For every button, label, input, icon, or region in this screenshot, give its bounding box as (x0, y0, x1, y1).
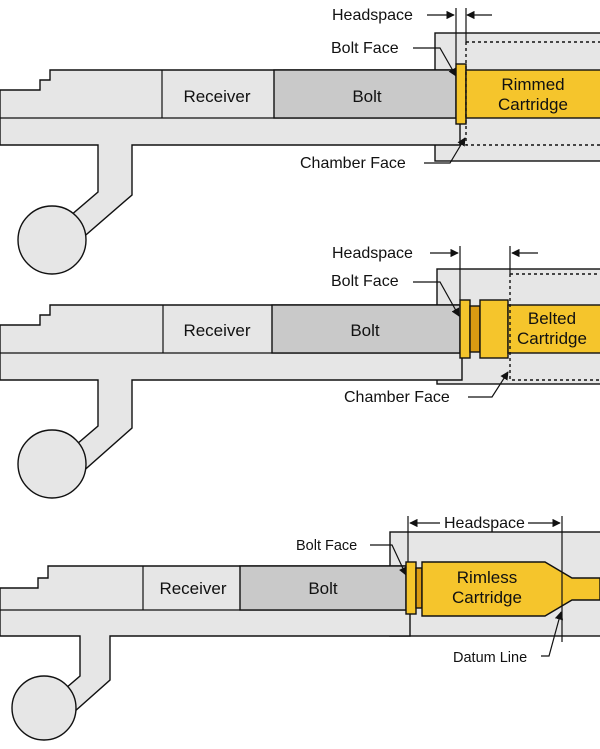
bolt-face-label-3: Bolt Face (296, 538, 357, 554)
cartridge-body-2 (507, 304, 600, 354)
headspace-label-3: Headspace (444, 515, 525, 532)
cartridge-body-1 (465, 69, 600, 119)
bolt-3 (239, 565, 407, 611)
datum-line-label-3: Datum Line (453, 650, 527, 666)
cartridge-rim-1 (455, 63, 467, 125)
chamber-face-label-2: Chamber Face (344, 389, 450, 406)
bolt-knob-1 (17, 205, 87, 275)
headspace-label-2: Headspace (332, 245, 413, 262)
cartridge-label-3a: Rimless (457, 568, 517, 587)
bolt-knob-3 (11, 675, 77, 741)
cartridge-groove-2 (469, 305, 481, 353)
bolt-knob-2 (17, 429, 87, 499)
bolt-label-2: Bolt (350, 321, 380, 340)
receiver-label-2: Receiver (183, 321, 250, 340)
bolt-face-label-1: Bolt Face (331, 40, 399, 57)
bolt-1 (273, 69, 457, 119)
cartridge-label-1a: Rimmed (501, 75, 564, 94)
receiver-label-3: Receiver (159, 579, 226, 598)
cartridge-body-3 (421, 561, 600, 617)
receiver-label-1: Receiver (183, 87, 250, 106)
cartridge-label-3b: Cartridge (452, 588, 522, 607)
cartridge-label-2b: Cartridge (517, 329, 587, 348)
headspace-label-1: Headspace (332, 7, 413, 24)
cartridge-groove-3 (415, 567, 423, 609)
cartridge-belt-2 (479, 299, 509, 359)
cartridge-rim-3 (405, 561, 417, 615)
belted-diagram: Receiver Bolt Belted Cartridge Headspace… (0, 245, 600, 499)
chamber-face-label-1: Chamber Face (300, 155, 406, 172)
cartridge-label-2a: Belted (528, 309, 576, 328)
rimless-diagram: Receiver Bolt Rimless Cartridge Headspac… (0, 515, 600, 741)
rimmed-diagram: Receiver Bolt Rimmed Cartridge Headspace… (0, 7, 600, 275)
cartridge-label-1b: Cartridge (498, 95, 568, 114)
bolt-face-label-2: Bolt Face (331, 273, 399, 290)
cartridge-rim-2 (459, 299, 471, 359)
bolt-label-1: Bolt (352, 87, 382, 106)
bolt-label-3: Bolt (308, 579, 338, 598)
